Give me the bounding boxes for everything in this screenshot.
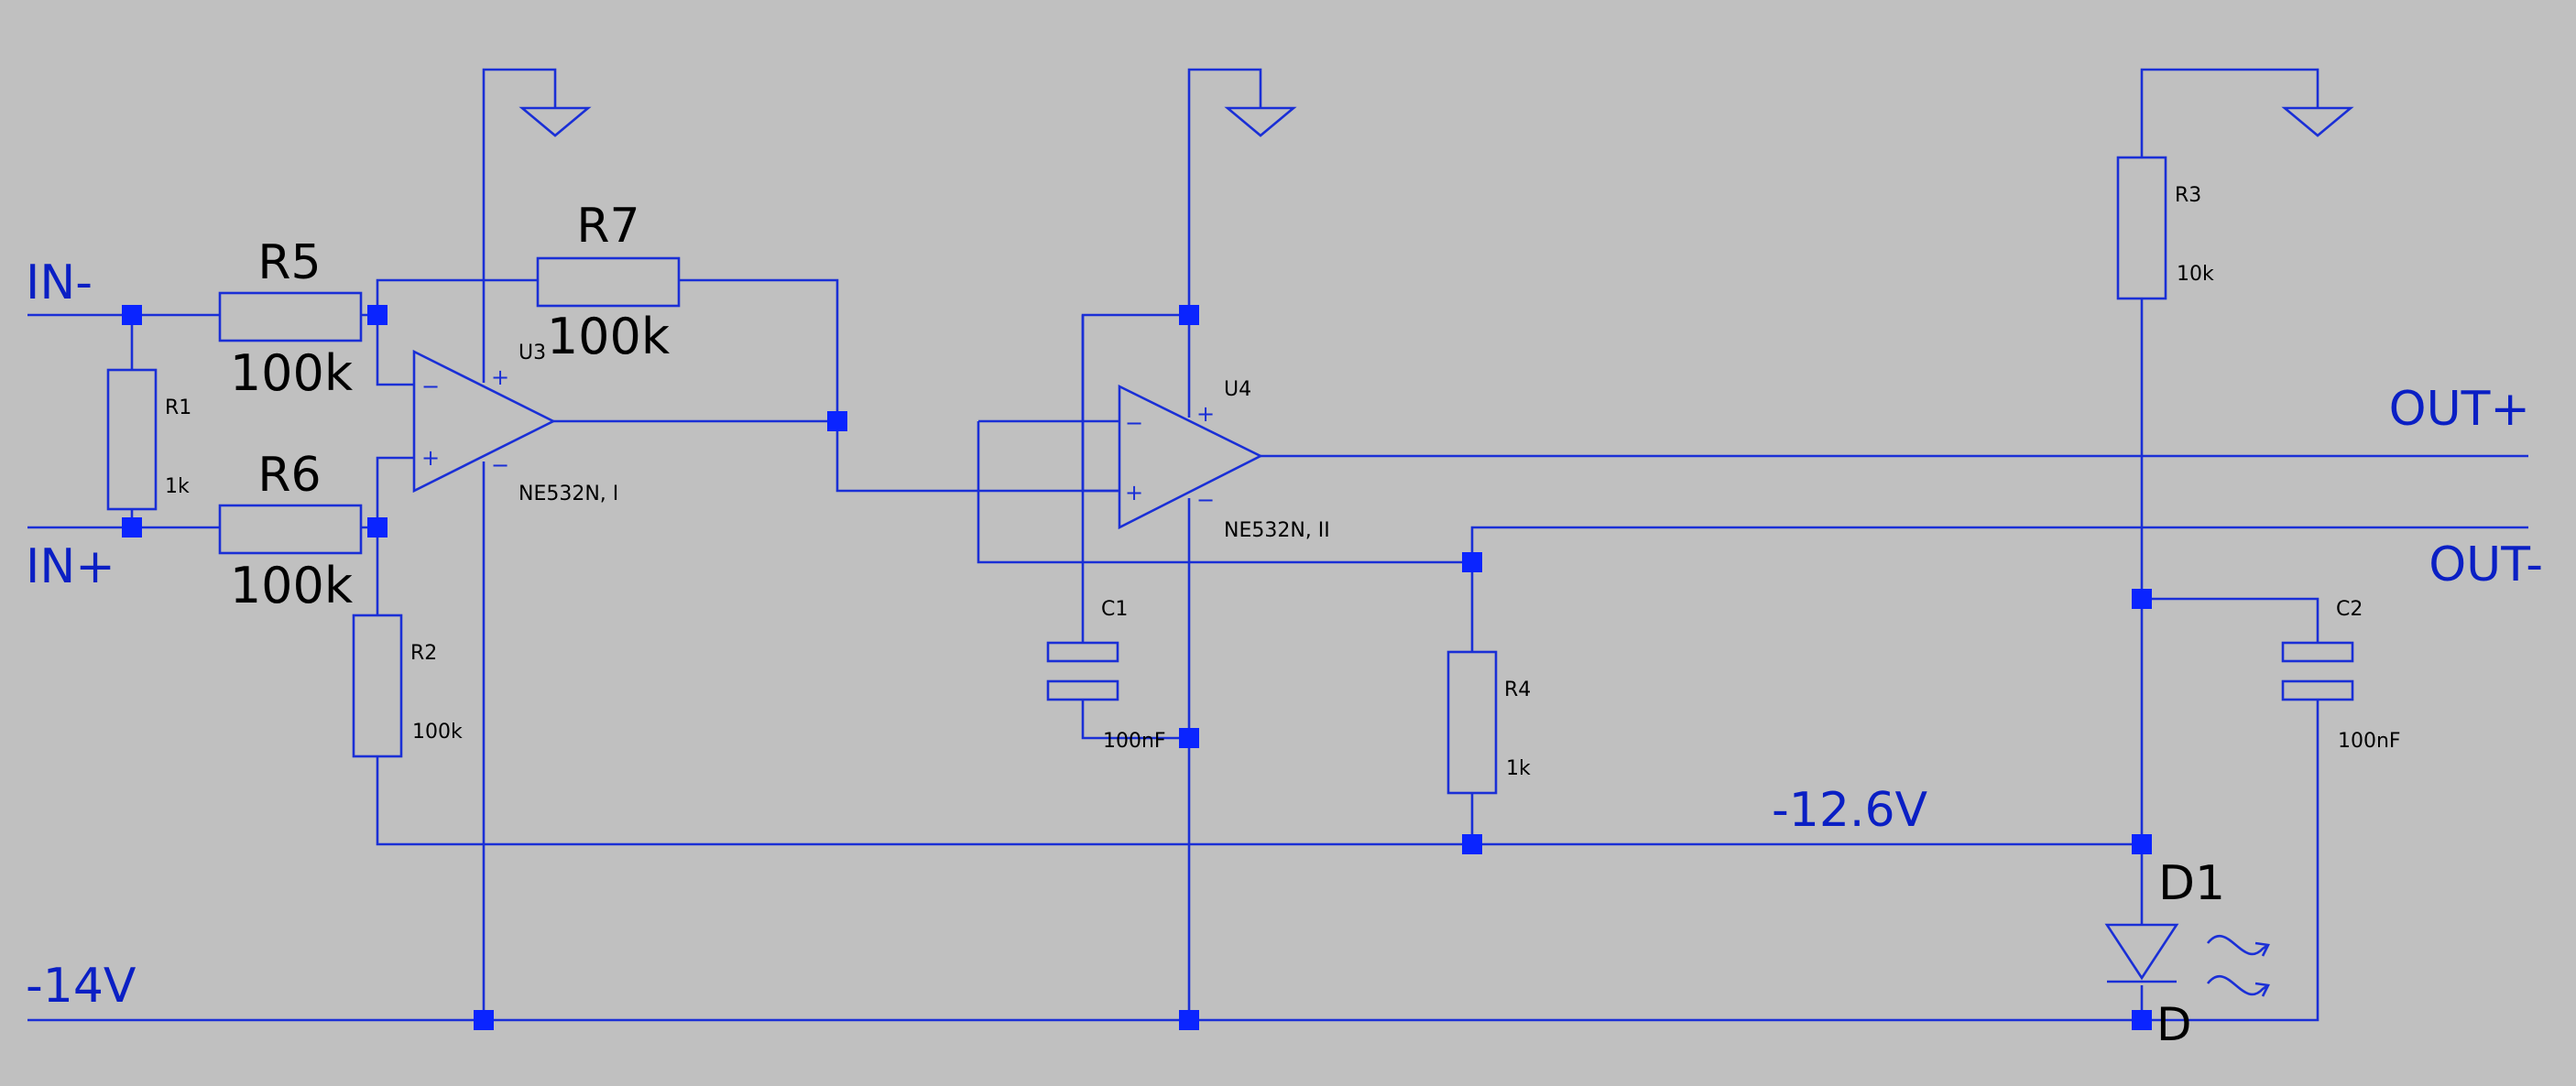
resistor-r1[interactable] [106,368,158,511]
junction-dot [367,305,387,325]
label-c2-value: 100nF [2338,730,2401,753]
resistor-r4[interactable] [1446,650,1498,795]
light-emission-icon [2206,935,2270,957]
label-r2-ref: R2 [410,642,437,665]
label-u4-ref: U4 [1224,378,1251,401]
net-label-supply: -14V [26,959,136,1014]
net-label-out-plus: OUT+ [2389,382,2530,437]
junction-dot [1462,834,1482,854]
pin-plus: + [1196,401,1215,427]
label-u3-ref: U3 [518,342,546,364]
net-label-in-plus: IN+ [26,539,115,594]
component-labels: R5 100k R6 100k R7 100k D1 D R1 1k R2 10… [165,184,2401,1051]
label-r5-value: 100k [230,344,354,402]
junction-dot [2132,589,2152,609]
label-r7-value: 100k [547,308,671,365]
label-r6-value: 100k [230,557,354,614]
diode-triangle [2104,923,2179,981]
pin-plus: + [491,364,509,390]
junction-dot [2132,1010,2152,1030]
label-r3-ref: R3 [2175,184,2201,207]
resistor-r3[interactable] [2116,156,2167,300]
pin-plus: + [1125,480,1143,505]
net-label-in-minus: IN- [26,255,93,310]
label-c1-ref: C1 [1101,598,1128,621]
junction-dot [122,305,142,325]
wires [27,68,2528,1022]
wire-c1 [1081,315,1189,740]
junctions [122,305,2152,1030]
junction-dot [367,517,387,538]
net-label-led-node: -12.6V [1772,783,1928,838]
junction-dot [122,517,142,538]
label-r5-ref: R5 [257,235,321,290]
label-c2-ref: C2 [2336,598,2363,621]
wire-out-minus [1470,526,2528,562]
label-u3-value: NE532N, I [518,483,618,505]
label-r7-ref: R7 [576,199,639,254]
wire-c2 [2142,597,2319,643]
label-r4-ref: R4 [1504,679,1531,701]
resistors [106,156,2167,795]
opamp-u4[interactable] [1118,384,1263,530]
wire-u3-out [553,419,1119,493]
opamp-u3[interactable] [412,349,556,494]
led-d1[interactable] [2104,923,2270,997]
pin-minus: − [491,452,509,478]
net-label-out-minus: OUT- [2429,538,2543,592]
ground-icon [1224,106,1297,137]
pin-minus: − [421,374,440,399]
ground-icon [518,106,592,137]
capacitor-plate [2281,641,2354,663]
junction-dot [1179,1010,1199,1030]
resistor-r6[interactable] [218,504,363,555]
net-labels: IN- IN+ OUT+ OUT- -14V -12.6V [26,255,2543,1014]
label-c1-value: 100nF [1103,730,1166,753]
resistor-r2[interactable] [352,614,403,758]
junction-dot [1179,728,1199,748]
pin-marks: − + + − − + + − [421,364,1215,513]
label-r2-value: 100k [412,721,463,744]
junction-dot [2132,834,2152,854]
pin-plus: + [421,445,440,471]
pin-minus: − [1196,487,1215,513]
label-u4-value: NE532N, II [1224,519,1330,542]
wire-u3-supply [482,68,557,1020]
capacitors [1046,641,2354,701]
label-r1-ref: R1 [165,396,191,419]
label-r1-value: 1k [165,475,190,498]
label-d1-ref: D1 [2158,856,2225,911]
capacitor-plate [2281,679,2354,701]
wire-supply-bus [27,700,2319,1022]
label-d1-value: D [2156,998,2192,1051]
wire-u4-supply [1187,68,1262,1020]
opamp-triangle [412,349,556,494]
capacitor-c2[interactable] [2281,641,2354,701]
label-r4-value: 1k [1506,757,1531,780]
opamp-triangle [1118,384,1263,530]
label-r3-value: 10k [2177,263,2214,286]
capacitor-plate [1046,679,1119,701]
resistor-r7[interactable] [536,256,681,308]
resistor-r5[interactable] [218,291,363,342]
pin-minus: − [1125,410,1143,436]
ground-symbols [518,106,2354,137]
junction-dot [827,411,847,431]
ground-icon [2281,106,2354,137]
wire-r2 [376,527,2142,846]
capacitor-plate [1046,641,1119,663]
light-emission-icon [2206,975,2270,997]
junction-dot [1179,305,1199,325]
junction-dot [1462,552,1482,572]
junction-dot [474,1010,494,1030]
capacitor-c1[interactable] [1046,641,1119,701]
label-r6-ref: R6 [257,448,321,503]
